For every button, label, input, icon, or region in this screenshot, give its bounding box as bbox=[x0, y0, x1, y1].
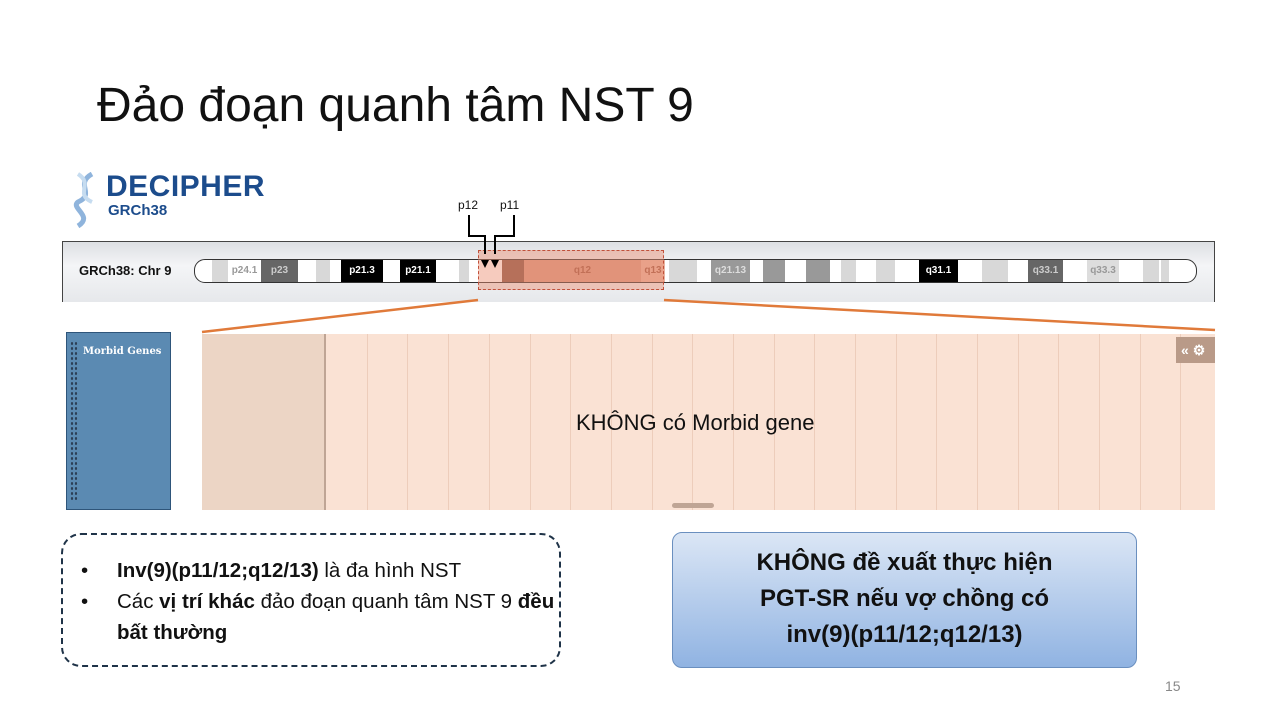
grid-line bbox=[936, 334, 937, 510]
note-item: Inv(9)(p11/12;q12/13) là đa hình NST bbox=[81, 555, 559, 586]
grid-line bbox=[733, 334, 734, 510]
chromosome-ideogram[interactable]: p24.1 p23 p21.3 p21.1 q12 q13 q21.13 q31… bbox=[194, 259, 1197, 283]
band-q33-3[interactable]: q33.3 bbox=[1087, 260, 1119, 282]
grid-line bbox=[855, 334, 856, 510]
grid-line bbox=[1140, 334, 1141, 510]
slide-title: Đảo đoạn quanh tâm NST 9 bbox=[97, 79, 694, 132]
centromere[interactable] bbox=[502, 260, 524, 282]
zoom-line-left bbox=[201, 298, 479, 334]
band-q13[interactable]: q13 bbox=[641, 260, 665, 282]
band-q31-1[interactable]: q31.1 bbox=[919, 260, 958, 282]
zoomed-region bbox=[202, 334, 1215, 510]
zoom-line-right bbox=[663, 298, 1216, 332]
band-q33-1[interactable]: q33.1 bbox=[1028, 260, 1063, 282]
band-p21-1[interactable]: p21.1 bbox=[400, 260, 436, 282]
grid-line bbox=[489, 334, 490, 510]
grid-line bbox=[367, 334, 368, 510]
inversion-highlight bbox=[478, 250, 664, 290]
no-morbid-gene-message: KHÔNG có Morbid gene bbox=[576, 410, 815, 435]
band[interactable] bbox=[459, 260, 469, 282]
grid-line bbox=[1099, 334, 1100, 510]
arrow-label-p11: p11 bbox=[500, 198, 520, 212]
band[interactable] bbox=[806, 260, 830, 282]
chromosome-label: GRCh38: Chr 9 bbox=[79, 263, 172, 278]
band[interactable] bbox=[763, 260, 785, 282]
band[interactable] bbox=[982, 260, 1008, 282]
band[interactable] bbox=[669, 260, 697, 282]
grid-line bbox=[977, 334, 978, 510]
band-q12[interactable]: q12 bbox=[524, 260, 641, 282]
grid-line bbox=[1058, 334, 1059, 510]
band-p23[interactable]: p23 bbox=[261, 260, 298, 282]
recommendation-box: KHÔNG đề xuất thực hiện PGT-SR nếu vợ ch… bbox=[672, 532, 1137, 668]
band[interactable] bbox=[316, 260, 330, 282]
decipher-logo: DECIPHER GRCh38 bbox=[72, 170, 292, 230]
grid-line bbox=[407, 334, 408, 510]
grid-line bbox=[652, 334, 653, 510]
grid-line bbox=[896, 334, 897, 510]
recommendation-line: PGT-SR nếu vợ chồng có bbox=[759, 585, 1050, 612]
grid-line bbox=[1180, 334, 1181, 510]
grid-line bbox=[611, 334, 612, 510]
logo-assembly: GRCh38 bbox=[108, 202, 168, 219]
gear-icon[interactable]: ⚙ bbox=[1192, 342, 1206, 358]
notes-box: Inv(9)(p11/12;q12/13) là đa hình NST Các… bbox=[61, 533, 561, 667]
recommendation-line: KHÔNG đề xuất thực hiện bbox=[756, 549, 1053, 576]
track-controls[interactable]: « ⚙ bbox=[1176, 337, 1215, 363]
morbid-genes-track-header[interactable]: Morbid Genes bbox=[66, 332, 171, 510]
arrow-icon bbox=[468, 215, 515, 254]
grid-line bbox=[530, 334, 531, 510]
zoomed-region-p11-band bbox=[202, 334, 326, 510]
grid-line bbox=[570, 334, 571, 510]
band[interactable] bbox=[841, 260, 856, 282]
band[interactable] bbox=[212, 260, 228, 282]
band-q21-13[interactable]: q21.13 bbox=[711, 260, 750, 282]
grid-line bbox=[774, 334, 775, 510]
band[interactable] bbox=[876, 260, 895, 282]
scroll-handle[interactable] bbox=[672, 503, 714, 508]
band-p21-3[interactable]: p21.3 bbox=[341, 260, 383, 282]
note-item: Các vị trí khác đảo đoạn quanh tâm NST 9… bbox=[81, 586, 559, 648]
band[interactable] bbox=[1143, 260, 1159, 282]
grid-line bbox=[448, 334, 449, 510]
grid-line bbox=[814, 334, 815, 510]
track-name: Morbid Genes bbox=[83, 346, 162, 357]
drag-handle-icon[interactable] bbox=[70, 341, 78, 501]
grid-line bbox=[1018, 334, 1019, 510]
collapse-icon[interactable]: « bbox=[1181, 342, 1189, 358]
recommendation-line: inv(9)(p11/12;q12/13) bbox=[786, 621, 1023, 648]
band-p24-1[interactable]: p24.1 bbox=[228, 260, 261, 282]
arrowhead-icon bbox=[481, 260, 499, 268]
band[interactable] bbox=[1161, 260, 1169, 282]
page-number: 15 bbox=[1165, 678, 1181, 694]
grid-line bbox=[692, 334, 693, 510]
logo-name: DECIPHER bbox=[106, 170, 266, 203]
dna-logo-icon bbox=[73, 172, 94, 228]
arrow-label-p12: p12 bbox=[458, 198, 479, 212]
